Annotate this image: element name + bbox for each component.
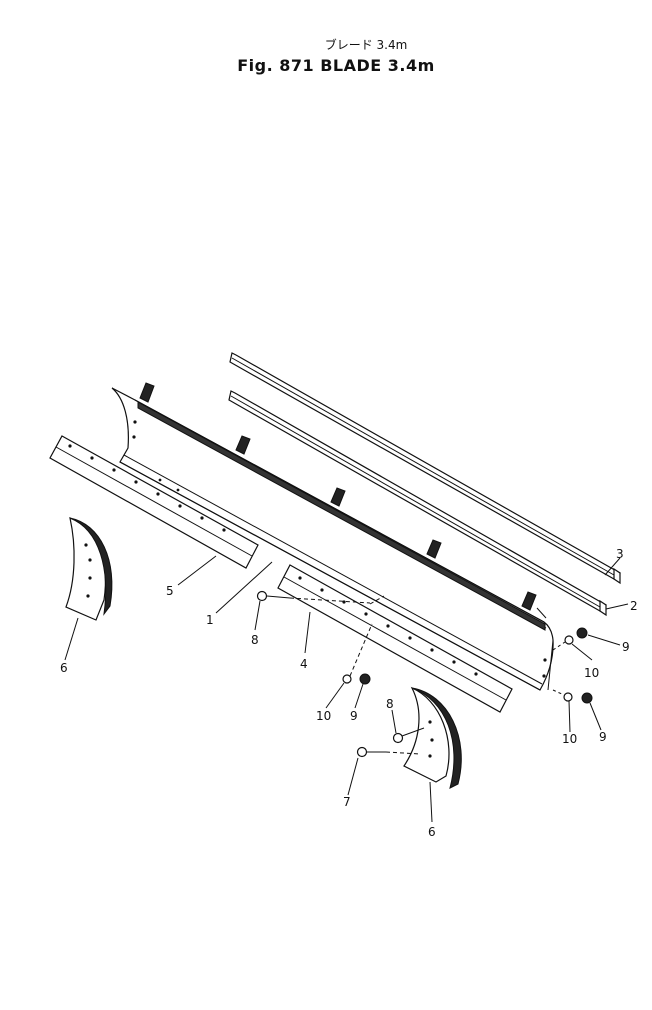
bolt-7: [356, 746, 421, 758]
figure-title: Fig. 871 BLADE 3.4m: [237, 56, 435, 75]
callout-10-right-top: 10: [584, 666, 599, 680]
callout-9-center: 9: [350, 709, 358, 723]
callout-3: 3: [616, 547, 624, 561]
callout-9-right-bottom: 9: [599, 730, 607, 744]
nut-9-b: [576, 627, 588, 639]
callout-8-left: 8: [251, 633, 259, 647]
part-4-cutting-edge: [277, 564, 513, 713]
callout-8-right: 8: [386, 697, 394, 711]
bolt-8-left: [256, 590, 371, 604]
part-5-cutting-edge: [49, 435, 259, 569]
part-3-strip: [229, 352, 621, 585]
callout-1: 1: [206, 613, 214, 627]
callout-6-right: 6: [428, 825, 436, 839]
bolt-8-right: [392, 727, 425, 744]
callout-6-left: 6: [60, 661, 68, 675]
part-1-moldboard: [111, 382, 554, 691]
part-6-end-bit-left: [65, 517, 113, 621]
callout-5: 5: [166, 584, 174, 598]
callout-9-right-top: 9: [622, 640, 630, 654]
part-6-end-bit-right: [403, 686, 462, 789]
callout-4: 4: [300, 657, 308, 671]
callout-2: 2: [630, 599, 638, 613]
figure-title-japanese: ブレード 3.4m: [324, 38, 408, 52]
nut-9-a: [359, 673, 371, 685]
nut-9-c: [581, 692, 593, 704]
washer-10-a: [342, 674, 352, 684]
callout-10-center: 10: [316, 709, 331, 723]
part-2-strip: [228, 390, 607, 617]
callout-10-right-bottom: 10: [562, 732, 577, 746]
washer-10-c: [563, 692, 573, 702]
washer-10-b: [564, 635, 574, 645]
callout-7: 7: [343, 795, 351, 809]
leader-lines: [64, 555, 629, 823]
